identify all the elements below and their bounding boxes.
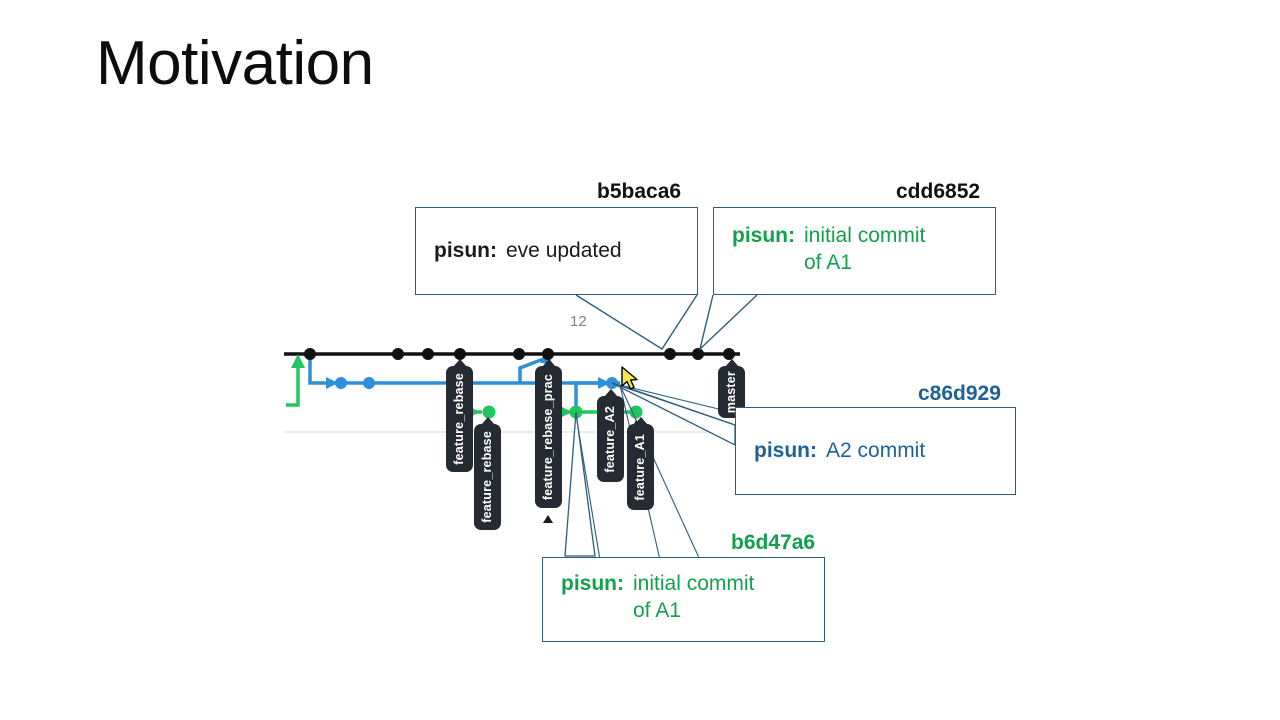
master-commit-dot-5 — [513, 348, 525, 360]
commit-hash-label-c86d929: c86d929 — [918, 382, 1001, 405]
blue-commit-dot-1 — [335, 377, 347, 389]
master-commit-dot-2 — [392, 348, 404, 360]
callout-separator: : — [788, 224, 795, 247]
pointer-line-4 — [619, 384, 701, 561]
blue-commit-dot-2 — [363, 377, 375, 389]
callout-author: pisun — [561, 572, 617, 595]
leader-line-b6d47a6 — [564, 411, 596, 557]
callout-separator: : — [490, 239, 497, 263]
pointer-line-1 — [619, 384, 736, 426]
green-commit-dot-1 — [482, 405, 496, 419]
callout-separator: : — [810, 439, 817, 463]
callout-message: initial commit of A1 — [633, 572, 755, 623]
master-commit-dot-9 — [723, 348, 735, 360]
callout-author: pisun — [732, 224, 788, 247]
pointer-line-2 — [619, 384, 736, 414]
callout-author: pisun — [754, 439, 810, 463]
master-commit-dot-4 — [454, 348, 466, 360]
blue-arrowhead-2 — [598, 377, 610, 389]
commit-hash-label-b6d47a6: b6d47a6 — [731, 531, 816, 554]
branch-tag-label: feature_A1 — [633, 433, 648, 501]
blue-arrowhead-1 — [326, 377, 338, 389]
branch-tag-feature-rebase-2[interactable]: feature_rebase — [474, 417, 501, 530]
master-commit-dot-8 — [692, 348, 704, 360]
callout-author: pisun — [434, 239, 490, 263]
branch-tag-feature-a2[interactable]: feature_A2 — [597, 389, 624, 482]
branch-tag-feature-a1[interactable]: feature_A1 — [627, 417, 654, 510]
callout-separator: : — [617, 572, 624, 595]
page-title: Motivation — [96, 29, 374, 98]
commit-callout-cdd6852[interactable]: pisun: initial commit of A1 — [713, 207, 996, 295]
leader-line-cdd6852 — [698, 294, 758, 352]
callout-message: eve updated — [506, 239, 622, 263]
commit-callout-c86d929[interactable]: pisun: A2 commit — [735, 407, 1016, 495]
commit-count-label: 12 — [570, 313, 587, 330]
green-left-hook-path — [286, 364, 300, 407]
branch-tag-label: feature_A2 — [603, 405, 618, 473]
master-commit-dot-6 — [542, 348, 554, 360]
branch-tag-label: feature_rebase — [480, 431, 495, 523]
callout-message: initial commit of A1 — [804, 224, 926, 275]
branch-tag-label: feature_rebase — [452, 373, 467, 465]
mouse-pointer-icon — [621, 366, 641, 394]
leader-line-b5baca6 — [575, 294, 698, 350]
commit-hash-label-cdd6852: cdd6852 — [896, 180, 981, 203]
master-commit-dot-1 — [304, 348, 316, 360]
commit-callout-b5baca6[interactable]: pisun: eve updated — [415, 207, 698, 295]
commit-callout-b6d47a6[interactable]: pisun: initial commit of A1 — [542, 557, 825, 642]
commit-hash-label-b5baca6: b5baca6 — [597, 180, 682, 203]
pointer-line-5 — [575, 414, 601, 561]
caret-marker-4 — [543, 515, 553, 523]
branch-tag-feature-rebase[interactable]: feature_rebase — [446, 359, 473, 472]
blue-branch-path — [308, 356, 620, 385]
callout-message: A2 commit — [826, 439, 926, 463]
green-left-arrowhead — [291, 354, 305, 368]
green-arrowhead-2 — [560, 406, 572, 418]
green-commit-dot-3 — [629, 405, 643, 419]
branch-tag-label: feature_rebase_prac — [541, 373, 556, 501]
branch-tag-feature-rebase-prac[interactable]: feature_rebase_prac — [535, 359, 562, 508]
master-commit-dot-3 — [422, 348, 434, 360]
blue-merge-arrow-path — [518, 356, 547, 383]
master-commit-dot-7 — [664, 348, 676, 360]
